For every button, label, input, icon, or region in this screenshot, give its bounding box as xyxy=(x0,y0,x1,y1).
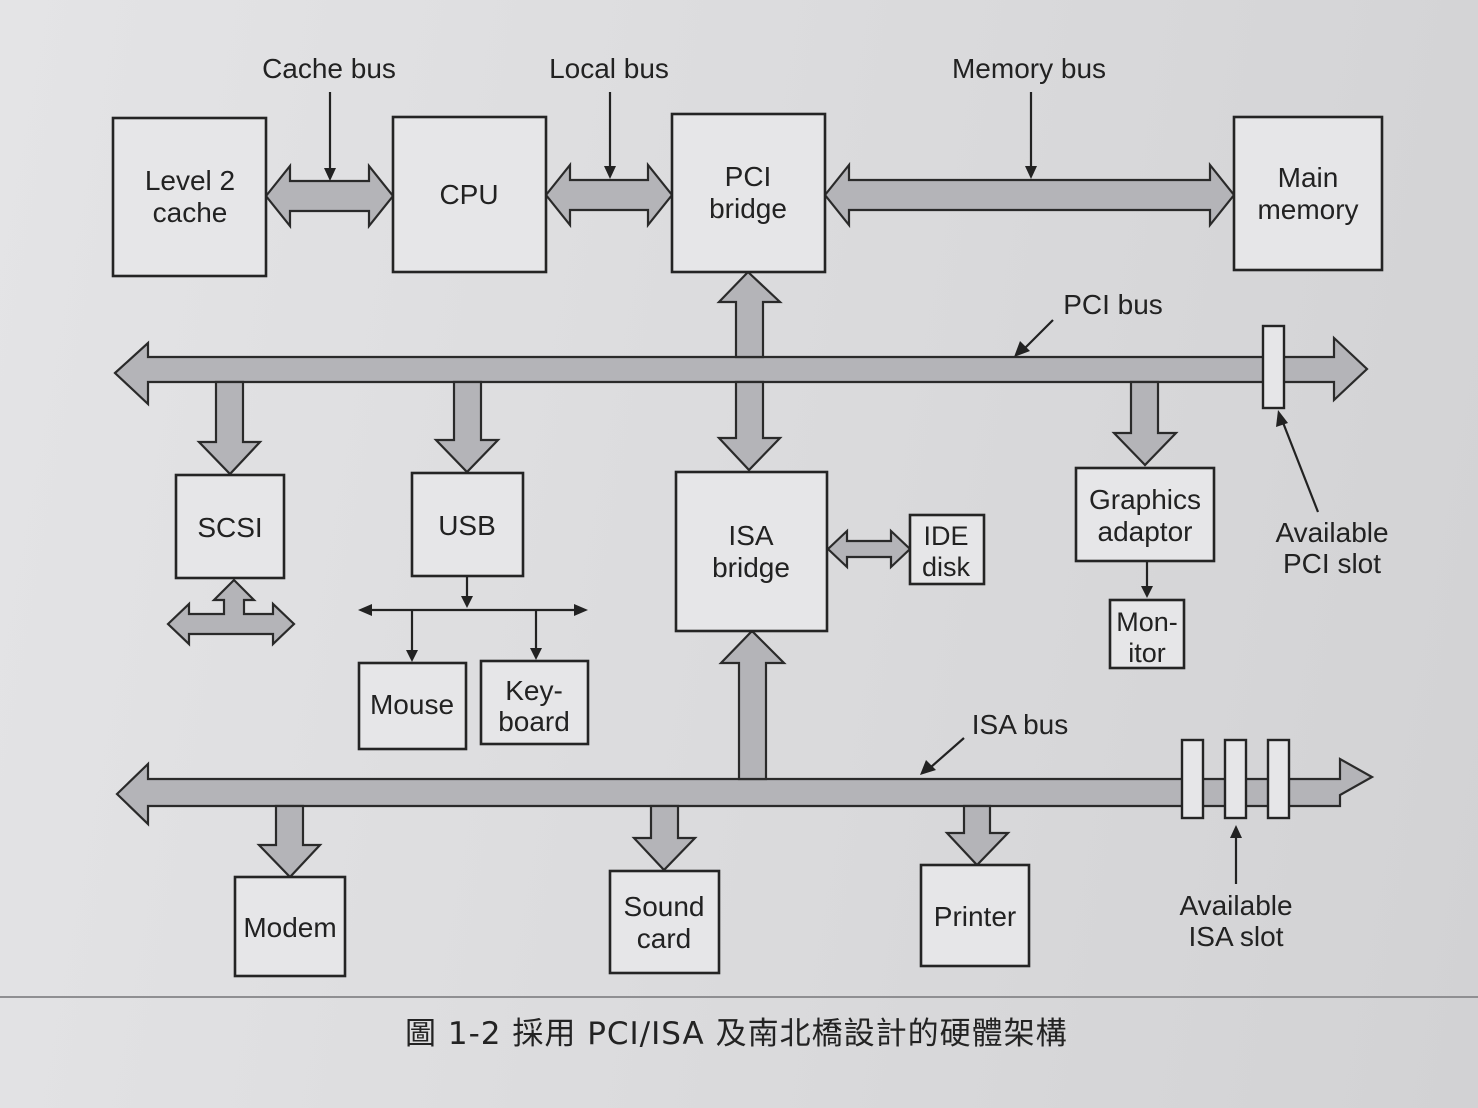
usb-label: USB xyxy=(438,510,496,541)
pci-slot-label-2: PCI slot xyxy=(1283,548,1381,579)
ide-disk-label-1: IDE xyxy=(923,521,968,551)
isa-bus-arrow xyxy=(115,757,1375,827)
sound-card-label-2: card xyxy=(637,923,691,954)
pci-slot-pointer-head xyxy=(1276,410,1288,427)
ide-disk-label-2: disk xyxy=(922,552,971,582)
memory-bus-pointer-head xyxy=(1025,166,1037,179)
isa-bus-label: ISA bus xyxy=(972,709,1069,740)
mouse-label: Mouse xyxy=(370,689,454,720)
usb-down-head xyxy=(461,596,473,608)
graphics-adaptor-label-2: adaptor xyxy=(1098,516,1193,547)
isa-slot-1 xyxy=(1180,738,1205,820)
printer-label: Printer xyxy=(934,901,1016,932)
hardware-architecture-diagram: Level 2 cache CPU PCI bridge Main memory… xyxy=(111,53,1389,978)
isa-slot-pointer-head xyxy=(1230,825,1242,838)
modem-box xyxy=(233,875,347,978)
isa-slot-3 xyxy=(1266,738,1291,820)
cpu-box xyxy=(391,115,548,274)
graphics-adaptor-box xyxy=(1074,466,1216,563)
pci-bridge-label-1: PCI xyxy=(725,161,772,192)
main-memory-label-1: Main xyxy=(1278,162,1339,193)
isa-bus-bridge-arrow xyxy=(718,629,787,781)
usb-hub-left-head xyxy=(358,604,372,616)
pci-slot-label-1: Available xyxy=(1275,517,1388,548)
isa-bridge-label-1: ISA xyxy=(728,520,773,551)
isa-bridge-link-arrow xyxy=(716,380,783,472)
mouse-box xyxy=(357,661,468,751)
sound-card-label-1: Sound xyxy=(624,891,705,922)
ide-disk-box xyxy=(908,513,986,586)
monitor-box xyxy=(1108,598,1186,670)
scsi-label: SCSI xyxy=(197,512,262,543)
graphics-link-arrow xyxy=(1111,380,1179,467)
isa-bus-pointer-head xyxy=(920,760,936,775)
pci-bus-pointer xyxy=(1023,319,1054,350)
scsi-link-arrow xyxy=(196,380,263,476)
local-bus-label: Local bus xyxy=(549,53,669,84)
pci-bus-label: PCI bus xyxy=(1063,289,1163,320)
keyboard-label-2: board xyxy=(498,706,570,737)
printer-box xyxy=(919,863,1031,968)
isa-slot-label-2: ISA slot xyxy=(1189,921,1284,952)
ide-disk-link-arrow xyxy=(826,528,912,570)
sound-card-box xyxy=(608,869,721,975)
keyboard-label-1: Key- xyxy=(505,675,563,706)
main-memory-box xyxy=(1232,115,1384,272)
figure-caption: 圖 1-2 採用 PCI/ISA 及南北橋設計的硬體架構 xyxy=(405,1016,1068,1052)
usb-link-arrow xyxy=(433,380,501,474)
sound-card-link-arrow xyxy=(631,804,698,872)
isa-bridge-box xyxy=(674,470,829,633)
main-memory-label-2: memory xyxy=(1257,194,1358,225)
pci-bridge-link-arrow xyxy=(716,270,783,359)
monitor-label-1: Mon- xyxy=(1116,607,1178,637)
scsi-external-arrow xyxy=(166,578,296,647)
scsi-box xyxy=(174,473,286,580)
modem-label: Modem xyxy=(243,912,336,943)
pci-bridge-box xyxy=(670,112,827,274)
modem-link-arrow xyxy=(256,804,323,879)
monitor-link-head xyxy=(1141,586,1153,598)
cache-bus-pointer-head xyxy=(324,168,336,181)
memory-bus-label: Memory bus xyxy=(952,53,1106,84)
pci-bridge-label-2: bridge xyxy=(709,193,787,224)
pci-slot-pointer xyxy=(1280,419,1320,513)
usb-hub-right-head xyxy=(574,604,588,616)
monitor-label-2: itor xyxy=(1128,638,1166,668)
cache-bus-label: Cache bus xyxy=(262,53,396,84)
keyboard-link-head xyxy=(530,648,542,660)
printer-link-arrow xyxy=(944,804,1011,867)
level2-cache-box xyxy=(111,116,268,278)
cpu-label: CPU xyxy=(439,179,498,210)
isa-bus-pointer xyxy=(930,737,965,768)
level2-cache-label-2: cache xyxy=(153,197,228,228)
caption-divider xyxy=(0,996,1478,998)
mouse-link-head xyxy=(406,650,418,662)
isa-bridge-label-2: bridge xyxy=(712,552,790,583)
graphics-adaptor-label-1: Graphics xyxy=(1089,484,1201,515)
isa-slot-2 xyxy=(1223,738,1248,820)
pci-slot xyxy=(1261,324,1286,410)
local-bus-pointer-head xyxy=(604,166,616,179)
isa-slot-label-1: Available xyxy=(1179,890,1292,921)
pci-bus-arrow xyxy=(113,335,1369,407)
usb-box xyxy=(410,471,525,578)
level2-cache-label-1: Level 2 xyxy=(145,165,235,196)
pci-bus-pointer-head xyxy=(1014,341,1030,357)
keyboard-box xyxy=(479,659,590,746)
